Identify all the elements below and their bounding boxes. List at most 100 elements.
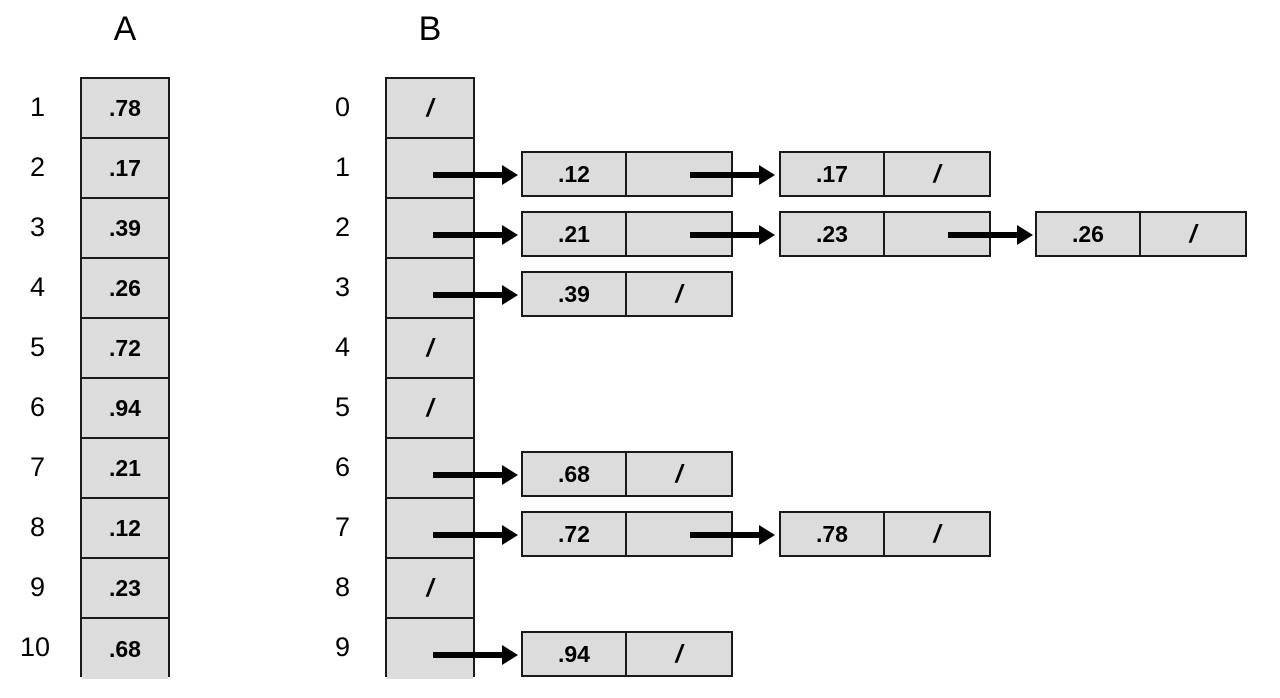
- null-slash: /: [426, 393, 434, 422]
- array-a-cell[interactable]: .68: [82, 619, 168, 679]
- hash-b-bucket-0[interactable]: /: [387, 79, 473, 139]
- node-data: .78: [781, 513, 885, 555]
- node-next: /: [885, 153, 989, 195]
- hash-b-index-6: 6: [334, 452, 351, 482]
- hash-b-index-5: 5: [334, 392, 351, 422]
- hash-b-index-0: 0: [334, 92, 351, 122]
- node-data: .23: [781, 213, 885, 255]
- null-slash: /: [426, 333, 434, 362]
- hash-table-b: / / / /: [385, 77, 475, 679]
- null-slash: /: [675, 279, 683, 308]
- null-slash: /: [675, 459, 683, 488]
- node-data: .17: [781, 153, 885, 195]
- pointer-arrow-bucket-9: [433, 645, 518, 665]
- node-next: /: [627, 633, 731, 675]
- hash-b-bucket-1[interactable]: [387, 139, 473, 199]
- node-data: .26: [1037, 213, 1141, 255]
- pointer-arrow-bucket-6: [433, 465, 518, 485]
- null-slash: /: [1189, 219, 1197, 248]
- array-a-value: .94: [109, 394, 141, 421]
- hash-b-index-8: 8: [334, 572, 351, 602]
- array-a-value: .26: [109, 274, 141, 301]
- array-a-index-10: 10: [19, 632, 51, 662]
- array-a-cell[interactable]: .23: [82, 559, 168, 619]
- node-data: .39: [523, 273, 627, 315]
- list-node-b1n1[interactable]: .12: [521, 151, 733, 197]
- list-node-b2n3[interactable]: .26 /: [1035, 211, 1247, 257]
- pointer-arrow-b7n1-to-b7n2: [690, 525, 775, 545]
- array-a-value: .78: [109, 94, 141, 121]
- array-a-cell[interactable]: .72: [82, 319, 168, 379]
- array-a: .78 .17 .39 .26 .72 .94 .21 .12 .23 .68: [80, 77, 170, 679]
- hash-b-index-4: 4: [334, 332, 351, 362]
- node-next: /: [627, 273, 731, 315]
- array-a-value: .23: [109, 574, 141, 601]
- hash-b-index-7: 7: [334, 512, 351, 542]
- null-slash: /: [933, 159, 941, 188]
- hash-b-bucket-9[interactable]: [387, 619, 473, 679]
- list-node-b1n2[interactable]: .17 /: [779, 151, 991, 197]
- hash-b-bucket-8[interactable]: /: [387, 559, 473, 619]
- array-a-index-8: 8: [29, 512, 46, 542]
- array-a-index-4: 4: [29, 272, 46, 302]
- pointer-arrow-bucket-1: [433, 165, 518, 185]
- null-slash: /: [933, 519, 941, 548]
- array-a-index-6: 6: [29, 392, 46, 422]
- node-next: /: [885, 513, 989, 555]
- array-a-cell[interactable]: .21: [82, 439, 168, 499]
- null-slash: /: [426, 93, 434, 122]
- hash-b-bucket-7[interactable]: [387, 499, 473, 559]
- array-a-cell[interactable]: .94: [82, 379, 168, 439]
- pointer-arrow-b1n1-to-b1n2: [690, 165, 775, 185]
- array-a-index-9: 9: [29, 572, 46, 602]
- node-data: .68: [523, 453, 627, 495]
- hash-b-index-2: 2: [334, 212, 351, 242]
- array-a-index-3: 3: [29, 212, 46, 242]
- array-a-cell[interactable]: .26: [82, 259, 168, 319]
- pointer-arrow-b2n1-to-b2n2: [690, 225, 775, 245]
- node-data: .21: [523, 213, 627, 255]
- list-node-b3n1[interactable]: .39 /: [521, 271, 733, 317]
- array-a-cell[interactable]: .12: [82, 499, 168, 559]
- column-b-header: B: [418, 10, 442, 48]
- list-node-b2n1[interactable]: .21: [521, 211, 733, 257]
- array-a-value: .39: [109, 214, 141, 241]
- array-a-cell[interactable]: .78: [82, 79, 168, 139]
- null-slash: /: [675, 639, 683, 668]
- list-node-b2n2[interactable]: .23: [779, 211, 991, 257]
- pointer-arrow-b2n2-to-b2n3: [948, 225, 1033, 245]
- list-node-b7n2[interactable]: .78 /: [779, 511, 991, 557]
- node-next: /: [627, 453, 731, 495]
- array-a-cell[interactable]: .39: [82, 199, 168, 259]
- array-a-index-2: 2: [29, 152, 46, 182]
- node-data: .94: [523, 633, 627, 675]
- list-node-b6n1[interactable]: .68 /: [521, 451, 733, 497]
- pointer-arrow-bucket-2: [433, 225, 518, 245]
- hash-b-bucket-3[interactable]: [387, 259, 473, 319]
- node-data: .12: [523, 153, 627, 195]
- hash-b-bucket-2[interactable]: [387, 199, 473, 259]
- list-node-b7n1[interactable]: .72: [521, 511, 733, 557]
- array-a-cell[interactable]: .17: [82, 139, 168, 199]
- array-a-value: .72: [109, 334, 141, 361]
- hash-b-bucket-4[interactable]: /: [387, 319, 473, 379]
- array-a-value: .17: [109, 154, 141, 181]
- array-a-index-7: 7: [29, 452, 46, 482]
- null-slash: /: [426, 573, 434, 602]
- array-a-value: .12: [109, 514, 141, 541]
- hash-b-bucket-6[interactable]: [387, 439, 473, 499]
- column-a-header: A: [113, 10, 137, 48]
- hash-b-index-3: 3: [334, 272, 351, 302]
- pointer-arrow-bucket-3: [433, 285, 518, 305]
- array-a-value: .68: [109, 635, 141, 662]
- hash-b-bucket-5[interactable]: /: [387, 379, 473, 439]
- node-next: /: [1141, 213, 1245, 255]
- hash-b-index-9: 9: [334, 632, 351, 662]
- node-data: .72: [523, 513, 627, 555]
- list-node-b9n1[interactable]: .94 /: [521, 631, 733, 677]
- array-a-value: .21: [109, 454, 141, 481]
- array-a-index-1: 1: [29, 92, 46, 122]
- hash-b-index-1: 1: [334, 152, 351, 182]
- pointer-arrow-bucket-7: [433, 525, 518, 545]
